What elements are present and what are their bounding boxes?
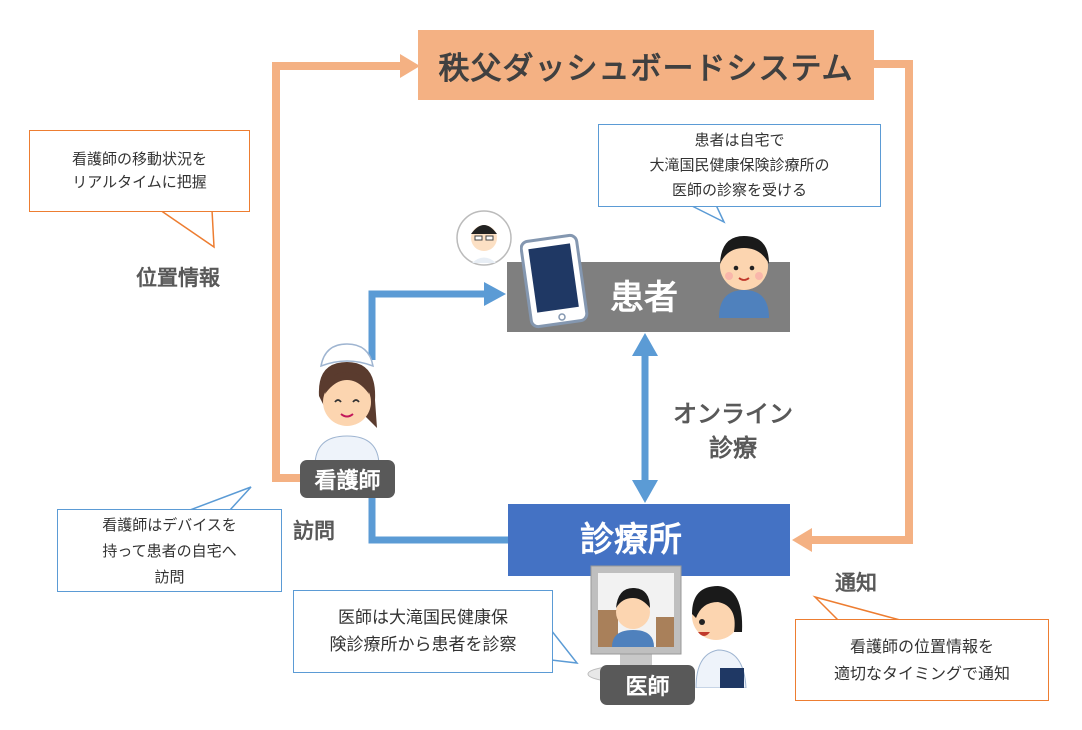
notify-arrow-line	[810, 60, 913, 544]
callout-doctor-exam: 医師は大滝国民健康保 険診療所から患者を診察	[293, 590, 553, 673]
location-arrow-line	[272, 62, 400, 482]
online-arrow-head-down	[632, 480, 658, 503]
online-consult-label: オンライン 診療	[668, 397, 798, 465]
nurse-to-patient-head	[484, 282, 506, 306]
online-label-line: オンライン	[673, 400, 793, 428]
callout-text: 持って患者の自宅へ	[102, 541, 237, 560]
doctor-avatar-bubble-icon	[456, 210, 512, 266]
nurse-label: 看護師	[314, 469, 381, 494]
nurse-to-patient-line	[368, 290, 486, 360]
clinic-box	[508, 504, 790, 576]
callout-nurse-visit: 看護師はデバイスを 持って患者の自宅へ 訪問	[57, 509, 282, 592]
nurse-person-icon	[314, 343, 380, 466]
callout-text: 看護師の移動状況を	[71, 150, 207, 168]
patient-person-icon	[719, 236, 769, 318]
callout-tail-visit	[189, 486, 252, 511]
patient-label: 患者	[610, 278, 678, 318]
callout-nurse-tracking: 看護師の移動状況を リアルタイムに把握	[29, 130, 250, 212]
dashboard-system-box: 秩父ダッシュボードシステム	[418, 30, 874, 100]
callout-text: 大滝国民健康保険診療所の	[649, 156, 830, 174]
online-label-line: 診療	[709, 434, 757, 462]
dashboard-title: 秩父ダッシュボードシステム	[438, 50, 854, 87]
online-arrow-head-up	[632, 333, 658, 356]
visit-line	[368, 498, 508, 544]
tablet-icon	[520, 233, 589, 329]
callout-tail-tracking	[157, 209, 215, 249]
location-info-label: 位置情報	[136, 266, 220, 290]
doctor-tag: 医師	[600, 665, 695, 705]
callout-text: 医師は大滝国民健康保	[338, 607, 508, 628]
callout-text: リアルタイムに把握	[72, 173, 207, 191]
location-arrow-head	[400, 54, 420, 78]
callout-tail-notify	[812, 595, 901, 621]
callout-tail-doctor	[550, 627, 579, 664]
callout-text: 患者は自宅で	[694, 131, 785, 149]
callout-text: 適切なタイミングで通知	[833, 664, 1010, 683]
doctor-label: 医師	[625, 675, 670, 700]
callout-text: 看護師の位置情報を	[849, 637, 994, 656]
callout-notify-timing: 看護師の位置情報を 適切なタイミングで通知	[795, 619, 1049, 701]
nurse-tag: 看護師	[300, 460, 395, 498]
callout-patient-home: 患者は自宅で 大滝国民健康保険診療所の 医師の診察を受ける	[598, 124, 881, 207]
callout-tail-patient	[689, 204, 726, 224]
clinic-label: 診療所	[580, 520, 682, 560]
callout-text: 看護師はデバイスを	[102, 515, 237, 534]
callout-text: 医師の診察を受ける	[671, 181, 807, 199]
notify-label: 通知	[835, 571, 877, 595]
notify-arrow-head	[792, 528, 812, 552]
callout-text: 訪問	[154, 567, 185, 586]
callout-text: 険診療所から患者を診察	[329, 634, 517, 655]
visit-label: 訪問	[293, 519, 335, 543]
